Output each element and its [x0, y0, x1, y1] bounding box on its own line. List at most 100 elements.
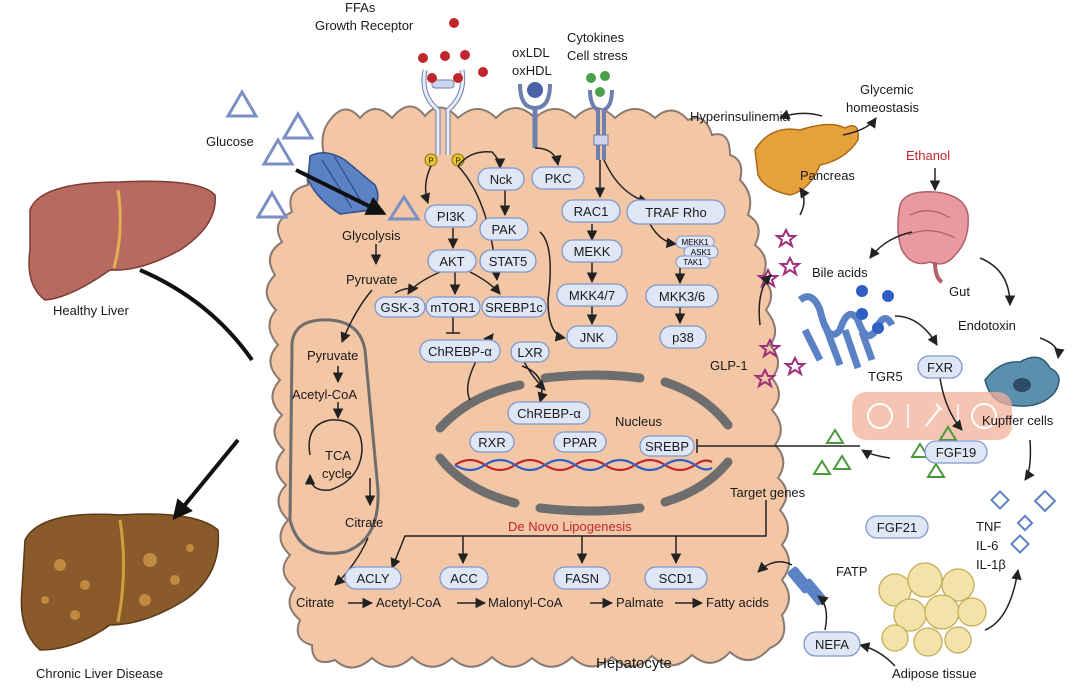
ffa-dots	[418, 18, 488, 83]
node-gsk3: GSK-3	[374, 296, 426, 318]
glucose-triangles	[225, 89, 421, 221]
citrate-mito-label: Citrate	[345, 515, 383, 530]
svg-text:PI3K: PI3K	[437, 209, 466, 224]
cycle-label: cycle	[322, 466, 352, 481]
phospho-label: P	[428, 157, 433, 166]
kupffer-label: Kupffer cells	[982, 413, 1054, 428]
fatp-label: FATP	[836, 564, 868, 579]
node-fgf19: FGF19	[924, 440, 988, 464]
svg-text:NEFA: NEFA	[815, 637, 849, 652]
node-ppar: PPAR	[553, 431, 607, 453]
cytokines-label: Cytokines	[567, 30, 625, 45]
il6-label: IL-6	[976, 538, 998, 553]
diseased-liver-icon	[20, 513, 220, 651]
node-scd1: SCD1	[644, 566, 708, 590]
svg-text:SCD1: SCD1	[659, 571, 694, 586]
glycolysis-label: Glycolysis	[342, 228, 401, 243]
homeostasis-label: homeostasis	[846, 100, 919, 115]
svg-text:FASN: FASN	[565, 571, 599, 586]
svg-text:JNK: JNK	[580, 330, 605, 345]
tca-label: TCA	[325, 448, 351, 463]
node-nefa: NEFA	[803, 631, 861, 657]
node-akt: AKT	[427, 249, 477, 273]
glp1-label: GLP-1	[710, 358, 748, 373]
node-traf-rho: TRAF Rho	[626, 199, 726, 225]
cell-stress-label: Cell stress	[567, 48, 628, 63]
healthy-liver-icon	[28, 180, 216, 301]
svg-text:ChREBP-α: ChREBP-α	[517, 406, 581, 421]
node-pkc: PKC	[531, 166, 585, 190]
svg-text:TAK1: TAK1	[683, 258, 703, 267]
nucleus-label: Nucleus	[615, 414, 662, 429]
node-nck: Nck	[477, 167, 525, 191]
fgf-triangles	[812, 425, 958, 478]
node-srebp: SREBP	[639, 435, 695, 457]
tgr5-label: TGR5	[868, 369, 903, 384]
nucleus-membrane	[435, 370, 733, 516]
chronic-liver-label: Chronic Liver Disease	[36, 666, 163, 681]
svg-text:MKK4/7: MKK4/7	[569, 288, 615, 303]
oxldl-label: oxLDL	[512, 45, 550, 60]
node-lxr: LXR	[510, 341, 550, 363]
mekk1-ask1-tak1: MEKK1 ASK1 TAK1	[675, 235, 719, 269]
svg-text:PKC: PKC	[545, 171, 572, 186]
de-novo-label: De Novo Lipogenesis	[508, 519, 632, 534]
bile-acid-dots	[856, 285, 894, 334]
svg-text:SREBP: SREBP	[645, 439, 689, 454]
oxldl-receptor-icon	[518, 82, 552, 148]
glp1-stars	[753, 227, 807, 389]
hepatocyte-label: Hepatocyte	[596, 655, 672, 672]
pathway-palmate: Palmate	[616, 595, 664, 610]
node-mkk47: MKK4/7	[556, 283, 628, 307]
oxhdl-label: oxHDL	[512, 63, 552, 78]
svg-text:ACLY: ACLY	[357, 571, 390, 586]
inhibition-lines	[394, 287, 860, 453]
svg-text:FGF21: FGF21	[877, 520, 917, 535]
acetyl-coa-mito-label: Acetyl-CoA	[292, 387, 357, 402]
svg-text:PAK: PAK	[491, 222, 516, 237]
node-pak: PAK	[479, 217, 529, 241]
svg-text:SREBP1c: SREBP1c	[485, 300, 543, 315]
il1b-label: IL-1β	[976, 557, 1006, 572]
glycemic-label: Glycemic	[860, 82, 914, 97]
pathway-fatty-acids: Fatty acids	[706, 595, 769, 610]
node-p38: p38	[659, 325, 707, 349]
dna-helix-icon	[454, 458, 713, 472]
adipose-label: Adipose tissue	[892, 666, 977, 681]
pathway-malonyl-coa: Malonyl-CoA	[488, 595, 563, 610]
bile-acids-label: Bile acids	[812, 265, 868, 280]
gut-label: Gut	[949, 284, 970, 299]
pyruvate-mito-label: Pyruvate	[307, 348, 358, 363]
svg-text:ACC: ACC	[450, 571, 477, 586]
svg-text:FGF19: FGF19	[936, 445, 976, 460]
node-chrebp: ChREBP-α	[419, 339, 501, 363]
node-mtor1: mTOR1	[425, 296, 481, 318]
svg-text:PPAR: PPAR	[563, 435, 597, 450]
svg-text:MKK3/6: MKK3/6	[659, 289, 705, 304]
node-rxr: RXR	[469, 431, 515, 453]
adipose-tissue-icon	[878, 562, 987, 657]
pyruvate-label: Pyruvate	[346, 272, 397, 287]
target-genes-label: Target genes	[730, 485, 806, 500]
svg-text:TRAF Rho: TRAF Rho	[645, 205, 706, 220]
svg-text:mTOR1: mTOR1	[430, 300, 475, 315]
svg-text:RXR: RXR	[478, 435, 505, 450]
node-acc: ACC	[439, 566, 489, 590]
svg-text:FXR: FXR	[927, 360, 953, 375]
pathway-citrate: Citrate	[296, 595, 334, 610]
node-chrebp-nucleus: ChREBP-α	[507, 401, 591, 425]
svg-text:STAT5: STAT5	[489, 254, 528, 269]
svg-text:ASK1: ASK1	[691, 248, 712, 257]
node-srebp1c: SREBP1c	[481, 296, 547, 318]
svg-text:RAC1: RAC1	[574, 204, 609, 219]
node-stat5: STAT5	[479, 249, 537, 273]
mitochondrion	[288, 318, 380, 555]
node-pi3k: PI3K	[424, 204, 478, 228]
ffas-label: FFAs	[345, 0, 376, 15]
growth-receptor-icon: P P	[421, 69, 466, 167]
svg-text:AKT: AKT	[439, 254, 464, 269]
ethanol-label: Ethanol	[906, 148, 950, 163]
pancreas-label: Pancreas	[800, 168, 855, 183]
svg-text:ChREBP-α: ChREBP-α	[428, 344, 492, 359]
svg-text:Nck: Nck	[490, 172, 513, 187]
